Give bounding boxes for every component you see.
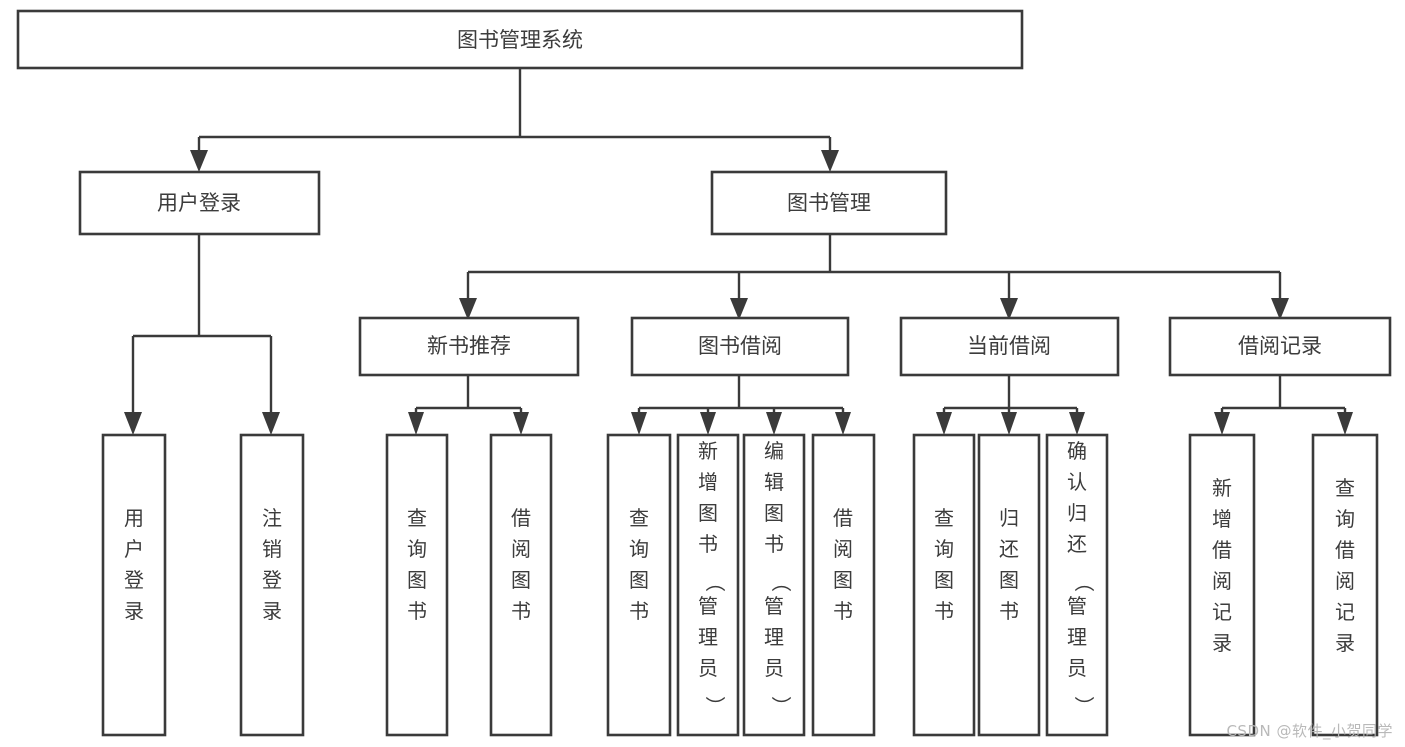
- node-user-login[interactable]: 用户登录: [78, 170, 321, 236]
- arrowhead-current-borrow: [1000, 298, 1018, 320]
- leaf-borrow-add-book-admin-box[interactable]: [676, 433, 740, 737]
- leaf-recommend-borrow-book-box[interactable]: [489, 433, 553, 737]
- arrowhead-recommend-leaf-1: [408, 412, 424, 435]
- arrowhead-borrow-leaf-2: [700, 412, 716, 435]
- arrowhead-recommend-leaf-2: [513, 412, 529, 435]
- svg-text:（: （: [703, 572, 727, 592]
- leaf-borrow-query-book-label: 查询图书: [629, 506, 649, 623]
- leaf-borrow-borrow-book[interactable]: 借阅图书: [811, 433, 876, 737]
- node-borrow-record-box[interactable]: [1168, 316, 1392, 377]
- leaf-record-query-record[interactable]: 查询借阅记录: [1311, 433, 1379, 737]
- arrowhead-current-leaf-2: [1001, 412, 1017, 435]
- leaf-current-query-book-box[interactable]: [912, 433, 976, 737]
- svg-text:（: （: [769, 572, 793, 592]
- leaf-current-return-book[interactable]: 归还图书: [977, 433, 1041, 737]
- leaf-borrow-edit-book-admin[interactable]: 编辑图书管理员 （ ）: [742, 433, 806, 737]
- arrowhead-book-borrow: [730, 298, 748, 320]
- node-book-management[interactable]: 图书管理: [710, 170, 948, 236]
- svg-text:（: （: [1072, 572, 1096, 592]
- node-root-label: 图书管理系统: [457, 28, 583, 52]
- leaf-current-query-book-label: 查询图书: [934, 506, 954, 623]
- arrowhead-current-leaf-1: [936, 412, 952, 435]
- svg-text:）: ）: [703, 696, 727, 716]
- node-book-management-box[interactable]: [710, 170, 948, 236]
- leaf-user-login-login-box[interactable]: [101, 433, 167, 737]
- leaf-borrow-edit-book-admin-box[interactable]: [742, 433, 806, 737]
- node-current-borrow-label: 当前借阅: [967, 334, 1051, 358]
- node-new-book-recommend[interactable]: 新书推荐: [358, 316, 580, 377]
- leaf-borrow-add-book-admin[interactable]: 新增图书管理员 （ ）: [676, 433, 740, 737]
- arrowhead-leaf-logout: [262, 412, 280, 435]
- connector-layer: [124, 68, 1353, 435]
- leaf-borrow-add-book-admin-label: 新增图书管理员: [698, 439, 718, 680]
- leaf-current-query-book[interactable]: 查询图书: [912, 433, 976, 737]
- node-book-management-label: 图书管理: [787, 191, 871, 215]
- leaf-borrow-query-book[interactable]: 查询图书: [606, 433, 672, 737]
- arrowhead-new-book-recommend: [459, 298, 477, 320]
- leaf-record-add-record-label: 新增借阅记录: [1212, 476, 1232, 655]
- node-book-borrow[interactable]: 图书借阅: [630, 316, 850, 377]
- arrowhead-borrow-leaf-4: [835, 412, 851, 435]
- node-book-borrow-label: 图书借阅: [698, 334, 782, 358]
- leaf-user-login-logout[interactable]: 注销登录: [239, 433, 305, 737]
- arrowhead-current-leaf-3: [1069, 412, 1085, 435]
- node-root-box[interactable]: [16, 9, 1024, 70]
- leaf-record-query-record-label: 查询借阅记录: [1335, 476, 1355, 655]
- leaf-current-confirm-return-admin-label: 确认归还管理员: [1067, 439, 1087, 680]
- arrowhead-borrow-leaf-1: [631, 412, 647, 435]
- leaf-record-add-record-box[interactable]: [1188, 433, 1256, 737]
- leaf-current-confirm-return-admin-box[interactable]: [1045, 433, 1109, 737]
- svg-text:）: ）: [1072, 696, 1096, 716]
- leaf-user-login-login-label: 用户登录: [124, 506, 144, 623]
- node-new-book-recommend-box[interactable]: [358, 316, 580, 377]
- leaf-current-return-book-label: 归还图书: [999, 506, 1019, 623]
- leaf-current-return-book-box[interactable]: [977, 433, 1041, 737]
- arrowhead-record-leaf-2: [1337, 412, 1353, 435]
- node-new-book-recommend-label: 新书推荐: [427, 334, 511, 358]
- leaf-user-login-logout-box[interactable]: [239, 433, 305, 737]
- leaf-current-confirm-return-admin[interactable]: 确认归还管理员 （ ）: [1045, 433, 1109, 737]
- node-current-borrow-box[interactable]: [899, 316, 1120, 377]
- arrowhead-book-mgmt: [821, 150, 839, 172]
- leaf-user-login-logout-label: 注销登录: [262, 506, 282, 623]
- leaf-record-query-record-box[interactable]: [1311, 433, 1379, 737]
- svg-text:）: ）: [769, 696, 793, 716]
- node-user-login-box[interactable]: [78, 170, 321, 236]
- node-book-borrow-box[interactable]: [630, 316, 850, 377]
- arrowhead-borrow-record: [1271, 298, 1289, 320]
- leaf-recommend-borrow-book[interactable]: 借阅图书: [489, 433, 553, 737]
- node-user-login-label: 用户登录: [157, 191, 241, 215]
- leaf-record-add-record[interactable]: 新增借阅记录: [1188, 433, 1256, 737]
- arrowhead-leaf-user-login: [124, 412, 142, 435]
- leaf-recommend-query-book-label: 查询图书: [407, 506, 427, 623]
- node-current-borrow[interactable]: 当前借阅: [899, 316, 1120, 377]
- arrowhead-user-login: [190, 150, 208, 172]
- node-borrow-record-label: 借阅记录: [1238, 334, 1322, 358]
- leaf-recommend-query-book[interactable]: 查询图书: [385, 433, 449, 737]
- node-root[interactable]: 图书管理系统: [16, 9, 1024, 70]
- leaf-user-login-login[interactable]: 用户登录: [101, 433, 167, 737]
- leaf-borrow-borrow-book-box[interactable]: [811, 433, 876, 737]
- arrowhead-borrow-leaf-3: [766, 412, 782, 435]
- leaf-recommend-borrow-book-label: 借阅图书: [511, 506, 531, 623]
- leaf-borrow-edit-book-admin-label: 编辑图书管理员: [764, 439, 784, 680]
- leaf-recommend-query-book-box[interactable]: [385, 433, 449, 737]
- arrowhead-record-leaf-1: [1214, 412, 1230, 435]
- leaf-borrow-query-book-box[interactable]: [606, 433, 672, 737]
- node-borrow-record[interactable]: 借阅记录: [1168, 316, 1392, 377]
- leaf-borrow-borrow-book-label: 借阅图书: [833, 506, 853, 623]
